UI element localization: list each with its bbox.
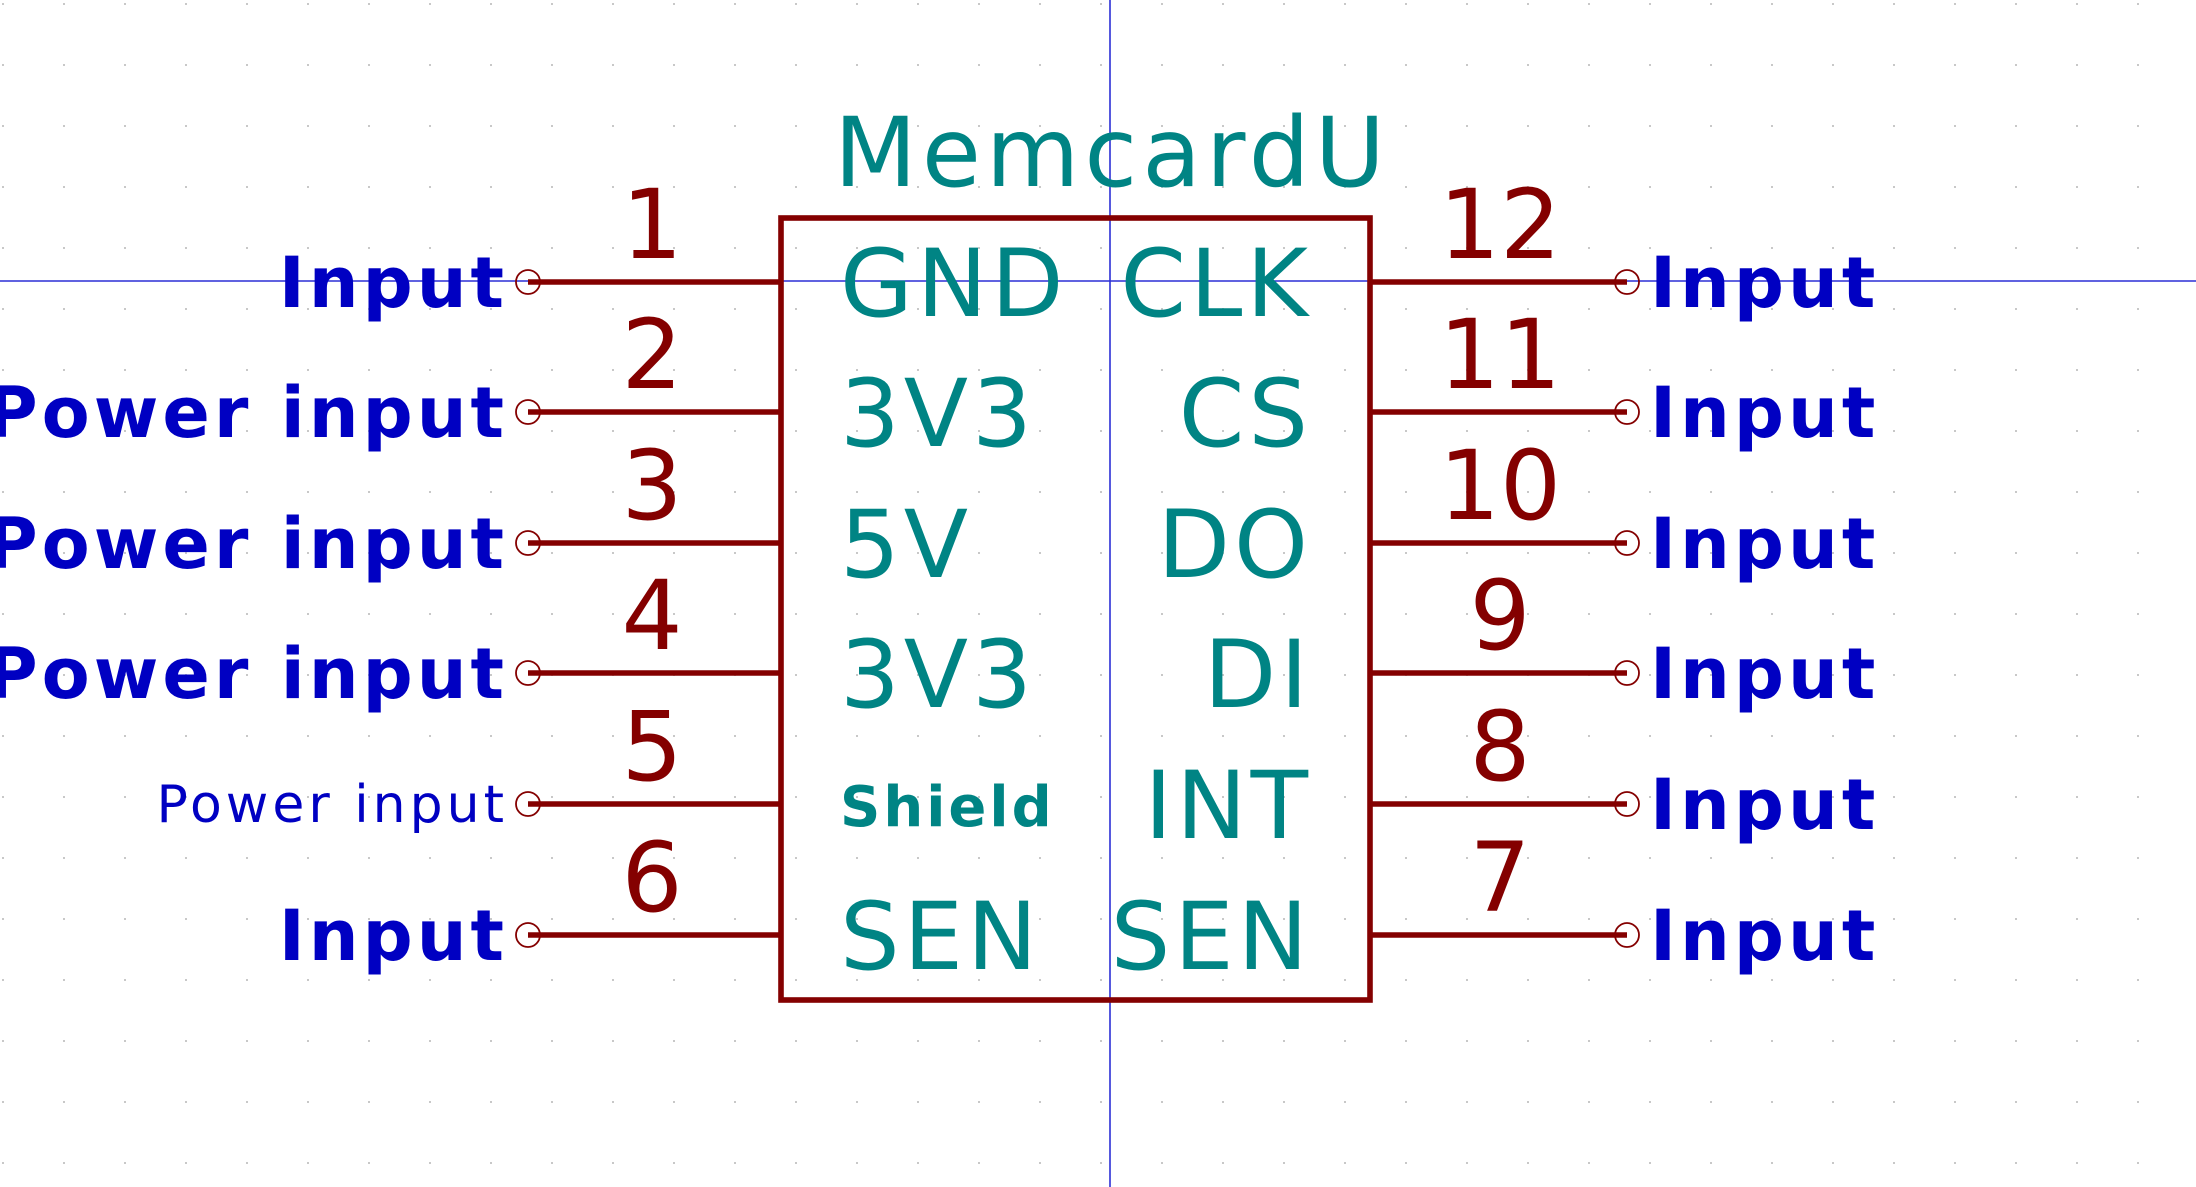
- pin-10-endpoint[interactable]: [1614, 530, 1640, 556]
- pin-12-endpoint[interactable]: [1614, 269, 1640, 295]
- pin-2-number: 2: [621, 299, 682, 411]
- pin-5-type: Power input: [156, 775, 508, 835]
- pin-11-name: CS: [1179, 360, 1312, 469]
- pin-7-number: 7: [1469, 822, 1530, 934]
- pin-4-number: 4: [621, 560, 682, 672]
- pin-8-endpoint[interactable]: [1614, 791, 1640, 817]
- pin-12-number: 12: [1439, 169, 1561, 281]
- pin-5-name: Shield: [840, 775, 1055, 840]
- pin-3-type: Power input: [0, 503, 508, 585]
- pin-4-name: 3V3: [840, 621, 1036, 730]
- pin-3-number: 3: [621, 430, 682, 542]
- pin-6-endpoint[interactable]: [515, 922, 541, 948]
- pin-1-endpoint[interactable]: [515, 269, 541, 295]
- pin-2-endpoint[interactable]: [515, 399, 541, 425]
- pin-11-number: 11: [1439, 299, 1561, 411]
- pin-11-endpoint[interactable]: [1614, 399, 1640, 425]
- pin-10-type: Input: [1650, 503, 1879, 585]
- pin-10-number: 10: [1439, 430, 1561, 542]
- pin-5-number: 5: [621, 691, 682, 803]
- pin-8-type: Input: [1650, 764, 1879, 846]
- pin-1-name: GND: [840, 230, 1068, 339]
- pin-6-type: Input: [279, 895, 508, 977]
- pin-5-endpoint[interactable]: [515, 791, 541, 817]
- pin-11-type: Input: [1650, 372, 1879, 454]
- pin-7-name: SEN: [1111, 883, 1312, 992]
- pin-9-name: DI: [1204, 621, 1312, 730]
- pin-1-type: Input: [279, 242, 508, 324]
- pin-10-name: DO: [1158, 491, 1312, 600]
- pin-2-type: Power input: [0, 372, 508, 454]
- pin-6-name: SEN: [840, 883, 1041, 992]
- pin-3-name: 5V: [840, 491, 972, 600]
- pin-7-type: Input: [1650, 895, 1879, 977]
- pin-12-type: Input: [1650, 242, 1879, 324]
- pin-4-type: Power input: [0, 633, 508, 715]
- pin-2-name: 3V3: [840, 360, 1036, 469]
- pin-6-number: 6: [621, 822, 682, 934]
- component-reference[interactable]: MemcardU: [834, 97, 1390, 209]
- pin-3-endpoint[interactable]: [515, 530, 541, 556]
- pin-8-name: INT: [1145, 752, 1312, 861]
- pin-9-number: 9: [1469, 560, 1530, 672]
- pin-7-endpoint[interactable]: [1614, 922, 1640, 948]
- pin-8-number: 8: [1469, 691, 1530, 803]
- pin-4-endpoint[interactable]: [515, 660, 541, 686]
- pin-9-type: Input: [1650, 633, 1879, 715]
- pin-1-number: 1: [621, 169, 682, 281]
- pin-9-endpoint[interactable]: [1614, 660, 1640, 686]
- pin-12-name: CLK: [1120, 230, 1312, 339]
- component-body[interactable]: [778, 215, 1373, 1003]
